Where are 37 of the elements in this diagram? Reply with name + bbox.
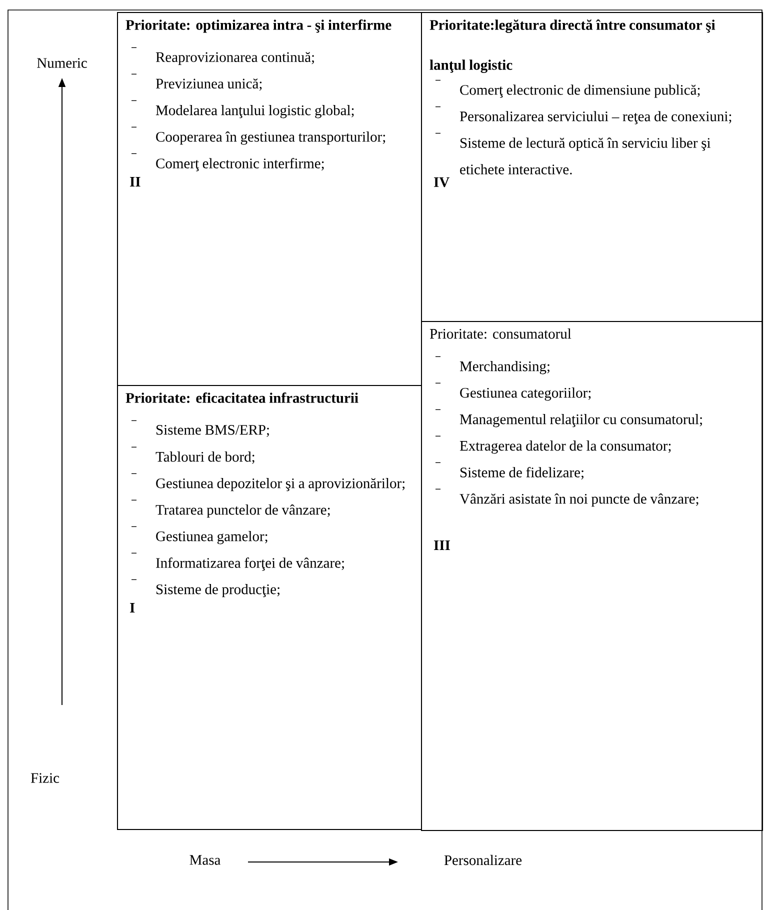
quadrant-box: [421, 321, 763, 831]
list-item: Gestiunea depozitelor şi a aprovizionărilor;: [156, 478, 404, 492]
list-item: Previziunea unică;: [156, 78, 262, 91]
list-item: Cooperarea în gestiunea transporturilor;: [156, 132, 386, 145]
quadrant-box: [117, 12, 422, 386]
list-item: Informatizarea forţei de vânzare;: [156, 558, 344, 571]
quadrant-numeral: III: [434, 540, 450, 550]
list-item: Vânzări asistate în noi puncte de vânzare;: [460, 494, 698, 507]
quadrant-numeral: IV: [434, 177, 450, 188]
list-item: Sisteme de producţie;: [156, 584, 280, 598]
list-item: Sisteme de lectură optică în serviciu liber şi etichete interactive.: [460, 138, 710, 174]
list-item: Modelarea lanţului logistic global;: [156, 105, 354, 118]
quadrant-box: [421, 12, 763, 322]
axis-label: Personalizare: [442, 854, 524, 866]
list-item: Reaprovizionarea continuă;: [156, 52, 314, 65]
axis-label: Masa: [188, 854, 222, 866]
list-item: Comerţ electronic interfirme;: [156, 158, 324, 172]
list-item: Sisteme BMS/ERP;: [156, 425, 269, 437]
list-item: Tablouri de bord;: [156, 452, 254, 464]
list-item: Managementul relaţiilor cu consumatorul;: [460, 414, 702, 428]
quadrant-box: [117, 385, 422, 830]
list-item: Personalizarea serviciului – reţea de conexiuni;: [460, 111, 732, 124]
list-item: Gestiunea categoriilor;: [460, 388, 591, 401]
heading: Prioritate: optimizarea intra - şi interfirme: [126, 20, 392, 33]
axis-label: Numeric: [36, 57, 88, 69]
heading: Prioritate: eficacitatea infrastructurii: [126, 392, 358, 403]
list-item: Tratarea punctelor de vânzare;: [156, 504, 330, 518]
heading: Prioritate:legătura directă între consumator şi lanţul logistic: [430, 20, 716, 73]
list-item: Sisteme de fidelizare;: [460, 467, 584, 480]
list-item: Extragerea datelor de la consumator;: [460, 440, 671, 454]
quadrant-numeral: I: [130, 603, 135, 612]
list-item: Comerţ electronic de dimensiune publică;: [460, 84, 700, 98]
heading: Prioritate: consumatorul: [430, 328, 572, 339]
quadrant-numeral: II: [130, 177, 140, 186]
list-item: Merchandising;: [460, 361, 550, 374]
list-item: Gestiunea gamelor;: [156, 531, 268, 544]
axis-label: Fizic: [30, 772, 60, 784]
